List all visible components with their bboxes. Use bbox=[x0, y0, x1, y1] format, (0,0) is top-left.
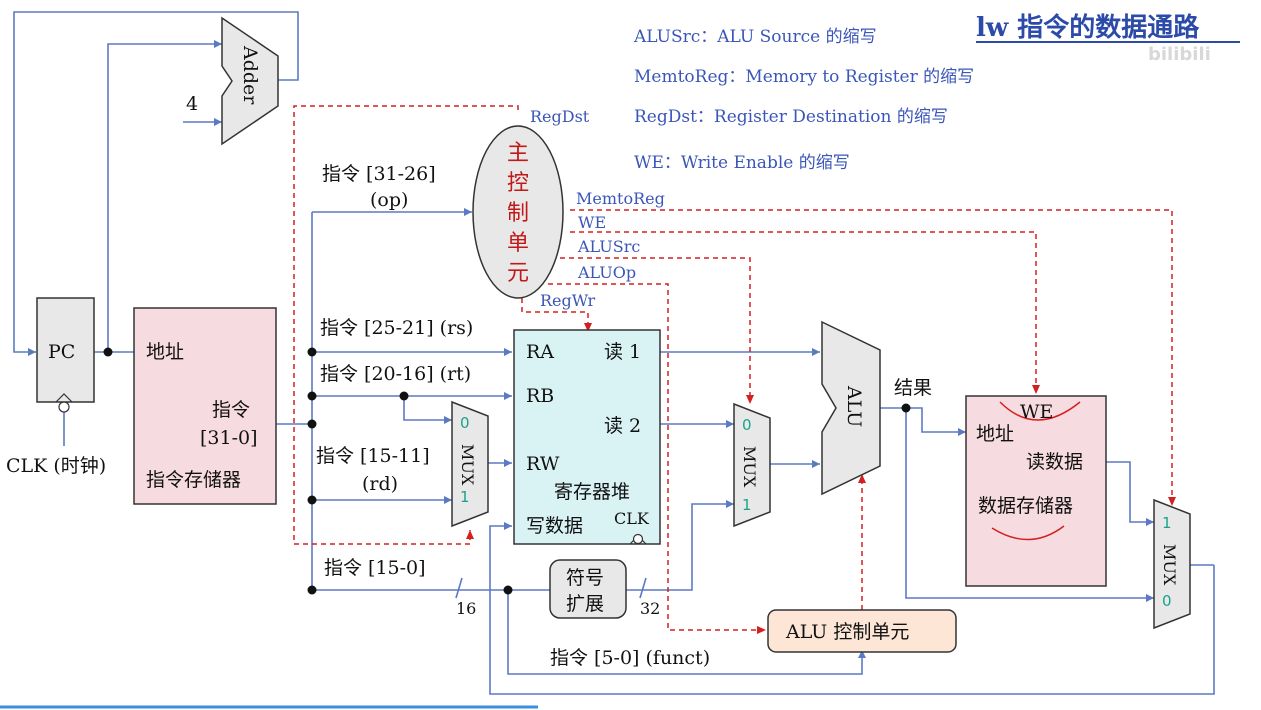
reg-read2: 读 2 bbox=[604, 415, 641, 437]
note-memtoreg: MemtoReg：Memory to Register 的缩写 bbox=[634, 67, 974, 87]
mux-memtoreg-label: MUX bbox=[1160, 544, 1179, 586]
field-op: 指令 [31-26] bbox=[322, 163, 436, 185]
control-signals bbox=[293, 105, 1176, 634]
field-rs: 指令 [25-21] (rs) bbox=[320, 317, 473, 339]
control-char-5: 元 bbox=[507, 261, 529, 286]
reg-name: 寄存器堆 bbox=[554, 481, 630, 503]
dmem-read: 读数据 bbox=[1026, 451, 1083, 473]
mux-alusrc-in1: 1 bbox=[742, 496, 752, 514]
adder-label: Adder bbox=[239, 45, 261, 105]
imem-instr-label: 指令 bbox=[212, 399, 250, 421]
mux-memtoreg: 1 0 MUX bbox=[1153, 498, 1191, 630]
field-imm: 指令 [15-0] bbox=[324, 557, 426, 579]
control-char-4: 单 bbox=[507, 231, 529, 256]
mux-alusrc: 0 1 MUX bbox=[733, 402, 771, 528]
signal-memtoreg: MemtoReg bbox=[576, 189, 665, 208]
instruction-memory: 地址 指令 [31-0] 指令存储器 bbox=[133, 307, 277, 505]
junction-dots bbox=[103, 347, 911, 595]
signal-aluop: ALUOp bbox=[577, 263, 636, 282]
sign-extend: 符号 扩展 16 32 bbox=[456, 559, 660, 619]
mux-regdst: 0 1 MUX bbox=[451, 400, 489, 528]
control-char-3: 制 bbox=[507, 201, 529, 226]
mux-memtoreg-in0: 0 bbox=[1162, 592, 1172, 610]
note-alusrc: ALUSrc：ALU Source 的缩写 bbox=[633, 27, 877, 47]
alu-control-label: ALU 控制单元 bbox=[785, 621, 909, 643]
imem-addr-label: 地址 bbox=[146, 341, 184, 363]
reg-write-data: 写数据 bbox=[526, 515, 583, 537]
reg-read1: 读 1 bbox=[604, 341, 641, 363]
wire-arrowheads bbox=[28, 40, 1154, 658]
mux-alusrc-label: MUX bbox=[740, 446, 759, 488]
reg-rb: RB bbox=[526, 385, 554, 407]
control-char-1: 主 bbox=[507, 141, 529, 166]
dmem-name: 数据存储器 bbox=[978, 495, 1073, 517]
alu: ALU 结果 bbox=[821, 320, 932, 496]
register-file: RA RB RW 写数据 读 1 读 2 寄存器堆 CLK bbox=[513, 329, 661, 545]
imem-name: 指令存储器 bbox=[146, 469, 241, 491]
imem-range-label: [31-0] bbox=[200, 427, 258, 449]
control-char-2: 控 bbox=[507, 171, 529, 196]
signal-alusrc: ALUSrc bbox=[577, 237, 640, 256]
clk-label: CLK (时钟) bbox=[6, 455, 106, 477]
signal-regdst: RegDst bbox=[530, 107, 590, 126]
note-we: WE：Write Enable 的缩写 bbox=[634, 153, 850, 173]
page-title: lw 指令的数据通路 bbox=[976, 12, 1200, 43]
reg-rw: RW bbox=[526, 453, 560, 475]
adder: Adder 4 bbox=[186, 16, 279, 146]
field-op-sub: (op) bbox=[370, 189, 408, 211]
field-rd: 指令 [15-11] bbox=[316, 445, 430, 467]
instruction-fields: 指令 [31-26] (op) 指令 [25-21] (rs) 指令 [20-1… bbox=[316, 163, 710, 669]
adder-const-4: 4 bbox=[186, 93, 198, 115]
watermark-logo: bilibili bbox=[1148, 44, 1211, 65]
alu-result-label: 结果 bbox=[894, 377, 932, 399]
reg-clk: CLK bbox=[614, 509, 650, 528]
mux-alusrc-in0: 0 bbox=[742, 416, 752, 434]
signal-we: WE bbox=[578, 213, 606, 232]
mux-memtoreg-in1: 1 bbox=[1162, 514, 1172, 532]
mux-regdst-in1: 1 bbox=[460, 488, 470, 506]
signext-line1: 符号 bbox=[566, 567, 604, 589]
field-funct: 指令 [5-0] (funct) bbox=[550, 647, 710, 669]
data-memory: WE 地址 读数据 数据存储器 bbox=[965, 395, 1107, 587]
reg-ra: RA bbox=[526, 341, 554, 363]
mux-regdst-label: MUX bbox=[458, 444, 477, 486]
signext-in-width: 16 bbox=[456, 599, 476, 618]
signext-line2: 扩展 bbox=[566, 593, 604, 615]
signal-regwr: RegWr bbox=[540, 291, 595, 310]
pc-label: PC bbox=[48, 341, 75, 363]
signext-out-width: 32 bbox=[640, 599, 660, 618]
alu-label: ALU bbox=[843, 385, 865, 427]
mux-regdst-in0: 0 bbox=[460, 414, 470, 432]
alu-control-unit: ALU 控制单元 bbox=[767, 609, 957, 653]
dmem-we: WE bbox=[1020, 401, 1053, 423]
field-rt: 指令 [20-16] (rt) bbox=[320, 363, 471, 385]
field-rd-sub: (rd) bbox=[362, 473, 398, 495]
note-regdst: RegDst：Register Destination 的缩写 bbox=[634, 107, 948, 127]
main-control-unit: 主 控 制 单 元 RegDst MemtoReg WE ALUSrc ALUO… bbox=[472, 107, 665, 310]
pc-register: PC CLK (时钟) bbox=[6, 297, 106, 477]
dmem-addr: 地址 bbox=[976, 423, 1014, 445]
